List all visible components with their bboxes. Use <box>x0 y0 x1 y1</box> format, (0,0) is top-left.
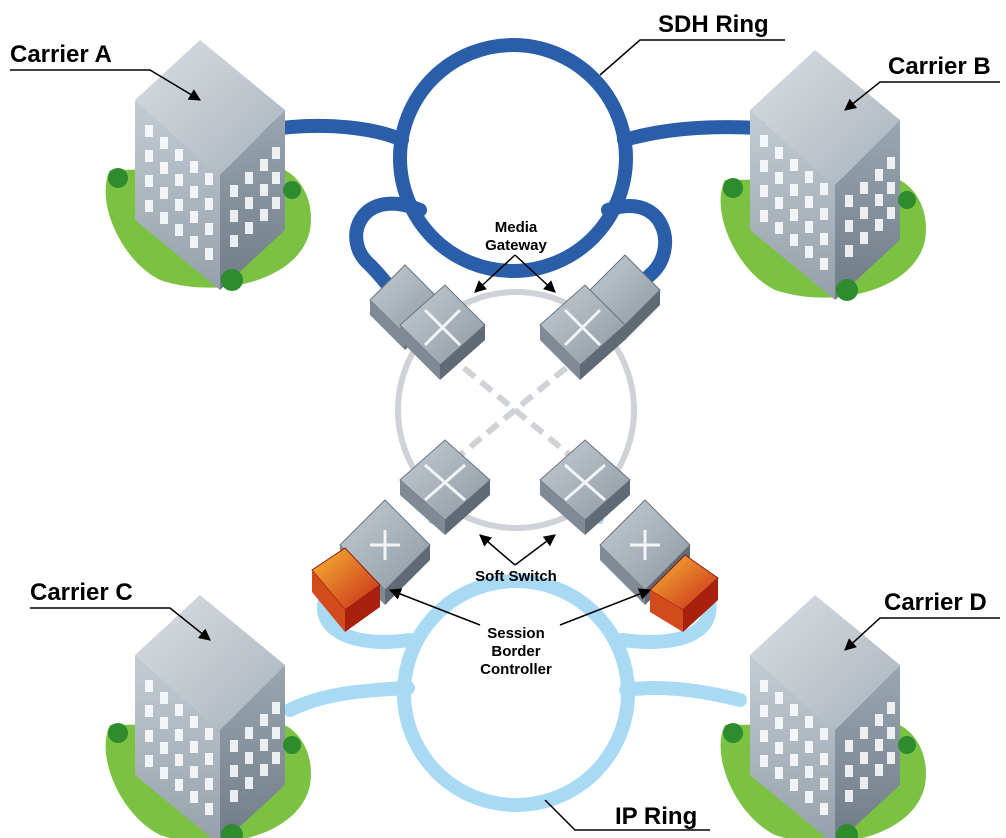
firewall-left <box>311 547 381 632</box>
label-media-gateway-1: Media <box>495 219 538 236</box>
label-carrier-a: Carrier A <box>10 41 112 68</box>
label-soft-switch: Soft Switch <box>475 568 557 585</box>
media-gateway-left <box>369 264 486 380</box>
label-carrier-c: Carrier C <box>30 579 133 606</box>
label-sbc-2: Border <box>491 643 540 660</box>
building-carrier-a <box>105 40 311 291</box>
soft-switch-left <box>399 439 491 535</box>
building-carrier-d <box>720 595 926 838</box>
sdh-ring <box>258 38 767 307</box>
label-carrier-d: Carrier D <box>884 589 987 616</box>
media-gateway-right <box>539 254 661 380</box>
building-carrier-b <box>720 50 926 301</box>
label-ip-ring: IP Ring <box>615 803 697 830</box>
callout-lines <box>10 39 1000 831</box>
label-media-gateway-2: Gateway <box>485 237 547 254</box>
label-carrier-b: Carrier B <box>888 53 991 80</box>
building-carrier-c <box>105 595 311 838</box>
label-sbc-3: Controller <box>480 661 552 678</box>
firewall-right <box>649 554 719 632</box>
label-sbc-1: Session <box>487 625 545 642</box>
soft-switch-right <box>539 439 631 535</box>
label-sdh-ring: SDH Ring <box>658 11 769 38</box>
